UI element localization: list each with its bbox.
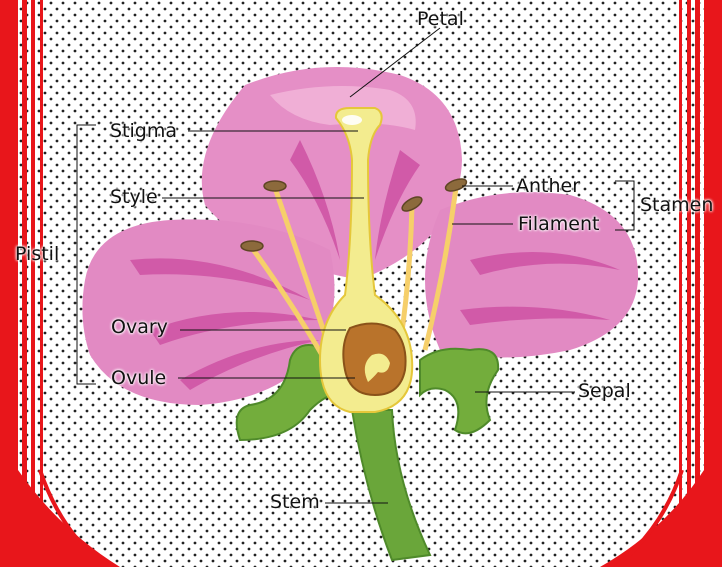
label-petal: Petal: [417, 10, 464, 29]
label-anther: Anther: [516, 177, 580, 196]
label-style: Style: [110, 188, 158, 207]
label-sepal: Sepal: [578, 382, 631, 401]
label-stem: Stem: [270, 493, 320, 512]
label-stigma: Stigma: [110, 122, 177, 141]
label-pistil: Pistil: [15, 245, 59, 264]
label-filament: Filament: [518, 215, 599, 234]
label-stamen: Stamen: [640, 196, 713, 215]
label-ovule: Ovule: [111, 369, 166, 388]
label-ovary: Ovary: [111, 318, 168, 337]
